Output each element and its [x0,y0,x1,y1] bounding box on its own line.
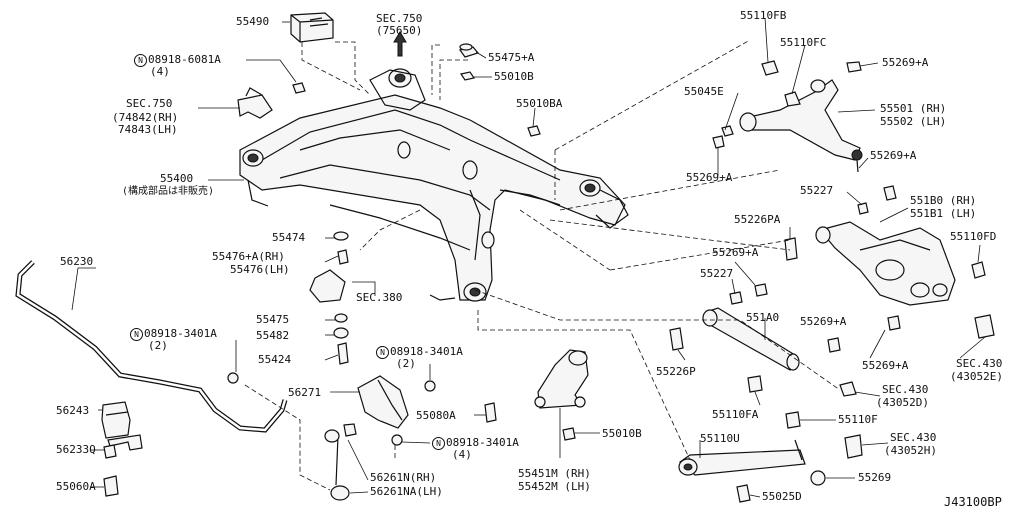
sec750-arrow [393,31,407,57]
label-55226pa: 55226PA [734,213,781,226]
part-55490-bracket [290,12,334,43]
label-55010b-bot: 55010B [602,427,642,440]
reference-lines [244,39,841,491]
label-55424: 55424 [258,353,292,366]
label-sec380: SEC.380 [356,291,403,304]
label-55400: 55400 [160,172,194,185]
label-55482: 55482 [256,329,290,342]
label-08918-3401a-3-qty: (4) [452,448,472,461]
label-08918-3401a-3-code: 08918-3401A [446,436,519,449]
stabilizer-link-56261 [324,423,357,501]
label-55025d: 55025D [762,490,802,503]
label-55110fc: 55110FC [780,36,827,49]
label-55269a-6: 55269+A [862,359,909,372]
link-55110u [678,411,863,503]
label-55490: 55490 [236,15,270,28]
label-08918-6081a-code: 08918-6081A [148,53,221,66]
label-55474: 55474 [272,231,306,244]
n-circle-icon: N [134,54,147,67]
label-sec430-e: SEC.430 [956,357,1003,370]
label-551b0: 551B0 (RH) [910,194,977,207]
label-56233q: 56233Q [56,443,96,456]
label-55010b-top: 55010B [494,70,534,83]
sec750-left-bracket [237,87,273,119]
hardware-top [292,43,541,137]
upper-link-55501 [712,60,863,173]
label-56261na: 56261NA(LH) [370,485,443,498]
lower-link-551b0 [815,185,986,331]
hardware-center [227,231,349,384]
label-56243: 56243 [56,404,90,417]
label-55110fa: 55110FA [712,408,759,421]
label-55045e: 55045E [684,85,724,98]
label-55110u: 55110U [700,432,740,445]
label-55476: 55476(LH) [230,263,290,276]
label-55475a: 55475+A [488,51,535,64]
drawing-number: J43100BP [944,495,1002,509]
label-55269a-2: 55269+A [870,149,917,162]
label-sec430-d-sub: (43052D) [876,396,929,409]
label-56271: 56271 [288,386,322,399]
n-circle-icon: N [376,346,389,359]
label-55227-1: 55227 [800,184,834,197]
label-55110fd: 55110FD [950,230,997,243]
label-55060a: 55060A [56,480,96,493]
label-55227-2: 55227 [700,267,734,280]
label-55226p: 55226P [656,365,696,378]
label-55269a-5: 55269+A [800,315,847,328]
leader-lines [71,17,986,498]
label-sec430-h-sub: (43052H) [884,444,937,457]
label-08918-6081a-qty: (4) [150,65,170,78]
n-circle-icon: N [432,437,445,450]
bracket-55451m [484,349,589,441]
label-08918-3401a-2-code: 08918-3401A [390,345,463,358]
label-sec430-h: SEC.430 [890,431,937,444]
label-08918-3401a-1-code: 08918-3401A [144,327,217,340]
bracket-56271 [357,375,436,446]
label-55502: 55502 (LH) [880,115,947,128]
link-551a0 [669,237,995,397]
label-551a0: 551A0 [746,311,780,324]
label-sec750-left-rh: (74842(RH) [112,111,179,124]
label-sec750-top-sub: (75650) [376,24,423,37]
label-sec750-top: SEC.750 [376,12,423,25]
label-55476a: 55476+A(RH) [212,250,285,263]
label-08918-3401a-1-qty: (2) [148,339,168,352]
label-55501: 55501 (RH) [880,102,947,115]
label-56230: 56230 [60,255,94,268]
label-sec750-left: SEC.750 [126,97,173,110]
label-55080a: 55080A [416,409,456,422]
label-55269a-4: 55269+A [712,246,759,259]
label-55269a-3: 55269+A [686,171,733,184]
stabilizer-bar-56230 [15,260,288,433]
bushing-56243 [101,401,143,497]
label-55451m: 55451M (RH) [518,467,591,480]
label-sec750-left-lh: 74843(LH) [118,123,178,136]
label-551b1: 551B1 (LH) [910,207,977,220]
label-sec430-e-sub: (43052E) [950,370,1003,383]
label-55010ba: 55010BA [516,97,563,110]
label-08918-3401a-2-qty: (2) [396,357,416,370]
label-55269a-1: 55269+A [882,56,929,69]
label-55400-note: (構成部品は非販売) [122,186,215,197]
label-56261n: 56261N(RH) [370,471,437,484]
label-55452m: 55452M (LH) [518,480,591,493]
label-sec430-d: SEC.430 [882,383,929,396]
label-55475: 55475 [256,313,290,326]
label-55110f: 55110F [838,413,878,426]
rear-suspension-member [239,68,629,302]
label-55269-plain: 55269 [858,471,892,484]
n-circle-icon: N [130,328,143,341]
label-55110fb: 55110FB [740,9,787,22]
